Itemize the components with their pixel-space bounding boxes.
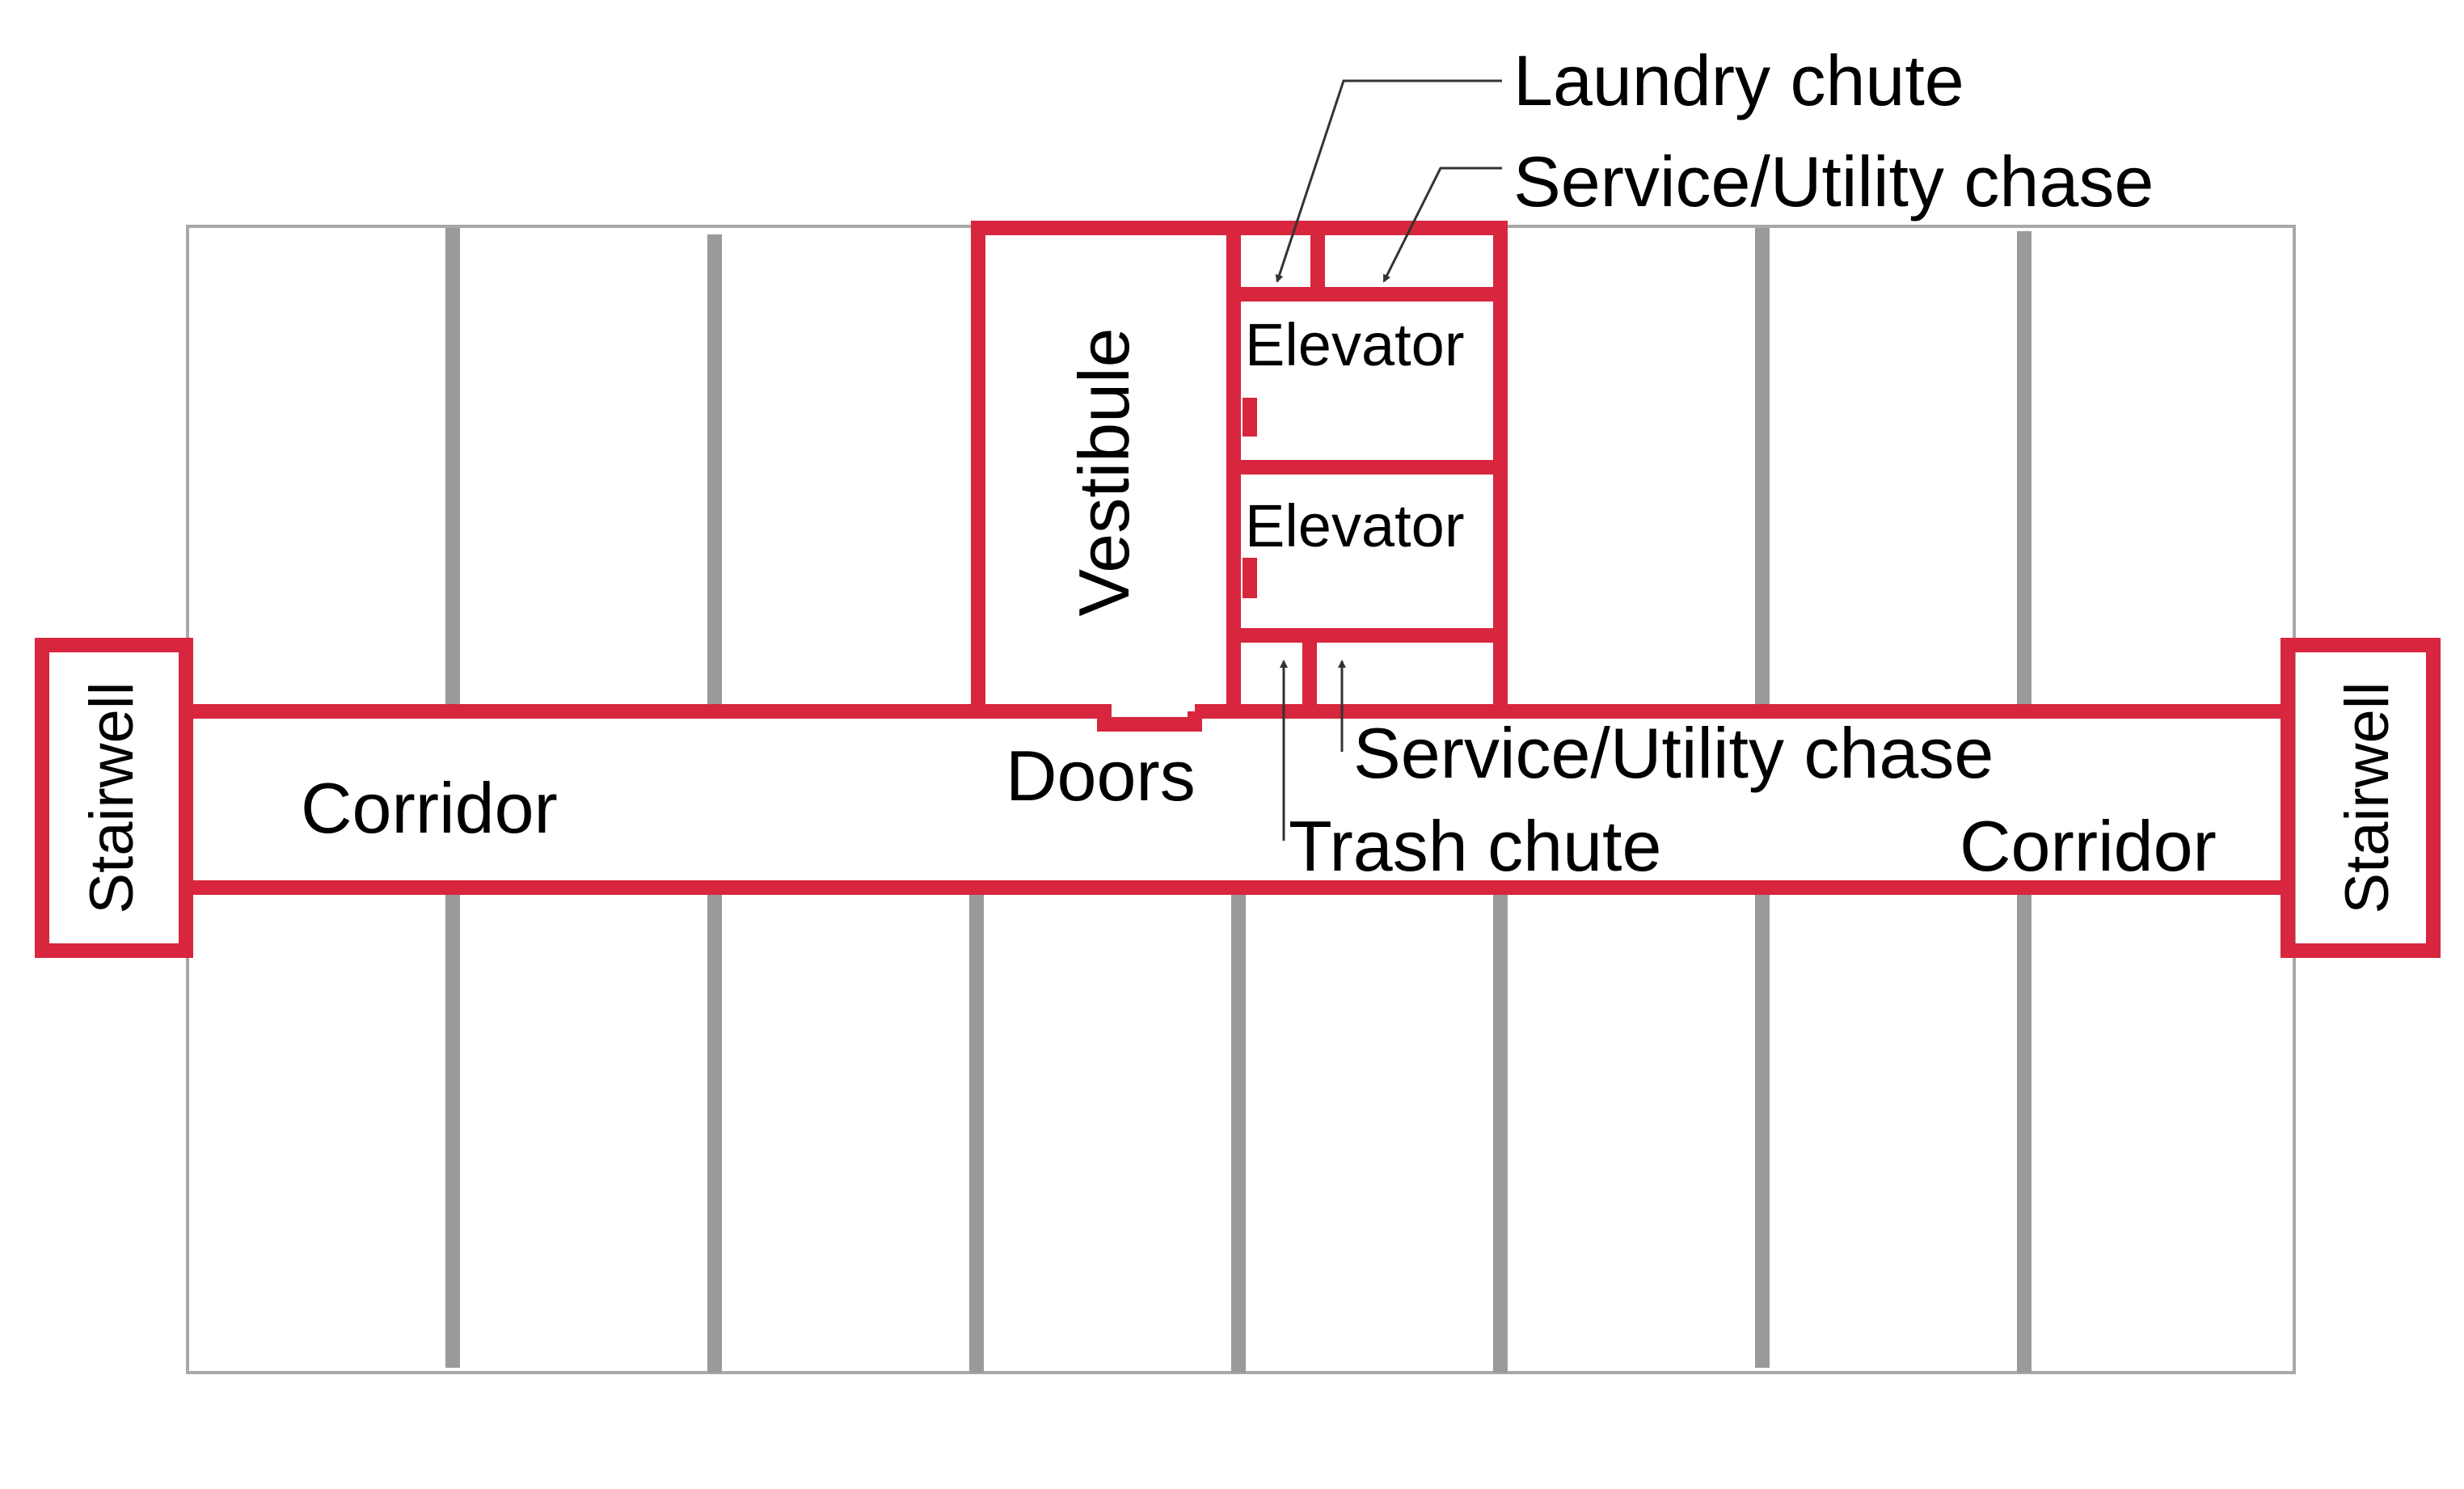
vestibule-label: Vestibule [1064,327,1144,616]
stairwell-right-box [2280,638,2441,958]
service-chase-top-label: Service/Utility chase [1513,141,2154,221]
laundry-chute-leader [1275,79,1502,283]
upper-partition-walls [445,228,2032,711]
elevator-2-label: Elevator [1245,492,1464,559]
laundry-chute-label: Laundry chute [1513,40,1964,120]
rated-walls [35,221,2441,958]
elevator-1-label: Elevator [1245,311,1464,378]
leader-lines [1275,79,1502,841]
stairwell-right-label: Stairwell [2333,681,2402,913]
trash-chute-label: Trash chute [1289,806,1661,886]
service-chase-bottom-label: Service/Utility chase [1353,713,1994,793]
corridor-right-label: Corridor [1960,806,2217,886]
doors-label: Doors [1006,736,1196,816]
lower-partition-walls [445,888,2032,1373]
corridor-left-label: Corridor [301,768,558,848]
service-chase-top-leader [1382,167,1502,283]
stairwell-left-label: Stairwell [78,681,146,913]
doors-recess [1014,704,1202,732]
stairwell-left-box [35,638,193,958]
